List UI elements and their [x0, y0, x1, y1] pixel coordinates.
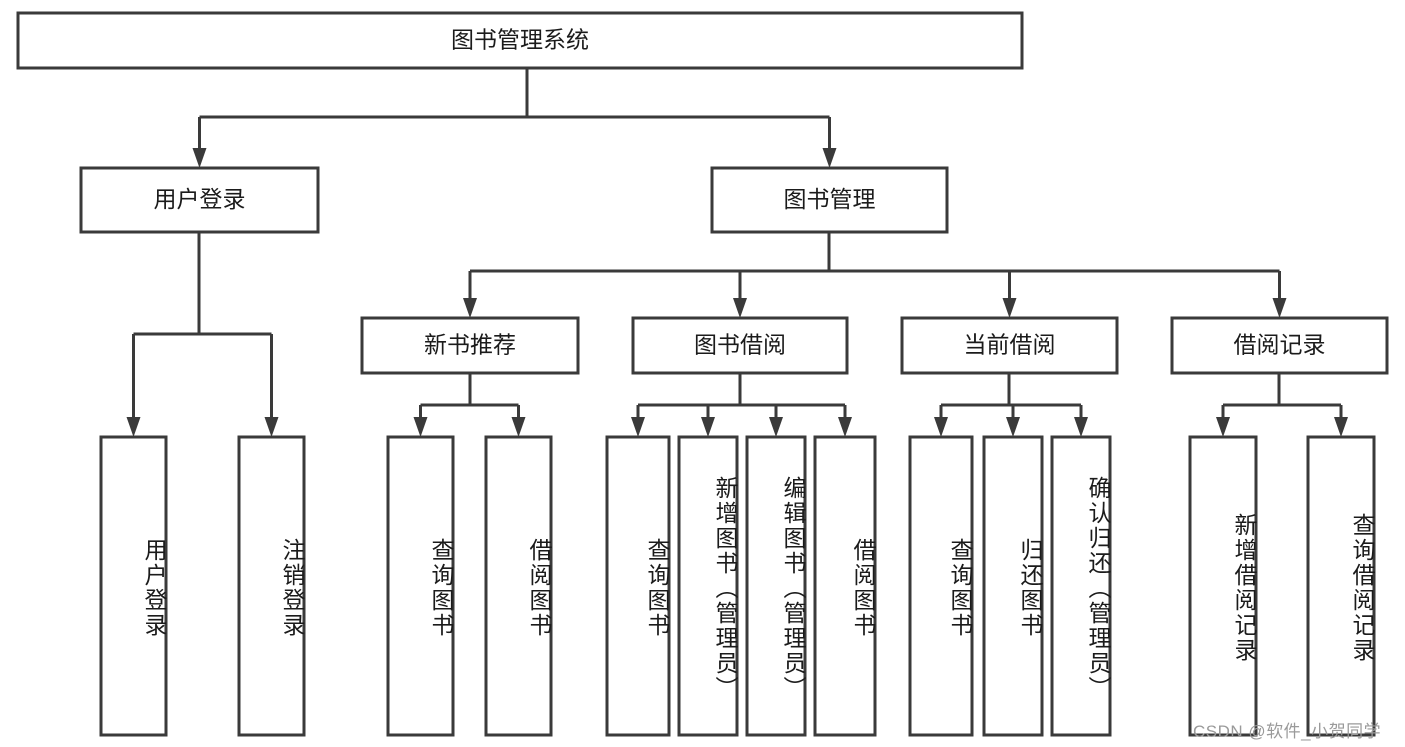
node-box-leaf-add-record[interactable]	[1188, 435, 1258, 737]
connector-userlogin-to-leaves	[126, 232, 279, 437]
arrow-head-icon	[733, 298, 747, 318]
node-box-root[interactable]	[16, 11, 1024, 70]
arrow-head-icon	[413, 417, 428, 437]
node-box-leaf-query-book-bb[interactable]	[605, 435, 671, 737]
node-box-current-borrow[interactable]	[900, 316, 1119, 375]
arrow-head-icon	[511, 417, 526, 437]
arrow-head-icon	[1334, 417, 1348, 437]
connector-root-to-level1	[192, 68, 837, 168]
node-label-book-manage: 图书管理	[784, 186, 876, 212]
connector-layer	[126, 68, 1348, 437]
arrow-head-icon	[1002, 298, 1017, 318]
node-box-user-login[interactable]	[79, 166, 320, 234]
node-box-leaf-borrow-book-nbr[interactable]	[484, 435, 553, 737]
node-label-borrow-record: 借阅记录	[1234, 332, 1326, 358]
node-box-leaf-logout[interactable]	[237, 435, 306, 737]
node-box-leaf-edit-book[interactable]	[745, 435, 807, 737]
arrow-head-icon	[822, 148, 837, 168]
arrow-head-icon	[631, 417, 645, 437]
connector-cb-to-leaves	[934, 373, 1088, 437]
arrow-head-icon	[1074, 417, 1088, 437]
arrow-head-icon	[934, 417, 948, 437]
node-label-root: 图书管理系统	[451, 27, 589, 53]
node-box-leaf-confirm-return[interactable]	[1050, 435, 1112, 737]
node-box-book-borrow[interactable]	[631, 316, 849, 375]
watermark: CSDN @软件_小贺同学	[1193, 722, 1382, 741]
connector-nbr-to-leaves	[413, 373, 526, 437]
node-label-user-login: 用户登录	[154, 186, 246, 212]
arrow-head-icon	[463, 298, 477, 318]
connector-bb-to-leaves	[631, 373, 852, 437]
arrow-head-icon	[838, 417, 852, 437]
connector-br-to-leaves	[1216, 373, 1348, 437]
node-box-book-manage[interactable]	[710, 166, 949, 234]
node-box-leaf-query-record[interactable]	[1306, 435, 1376, 737]
node-box-leaf-query-book-nbr[interactable]	[386, 435, 455, 737]
box-layer	[16, 11, 1389, 737]
node-label-current-borrow: 当前借阅	[964, 332, 1056, 358]
arrow-head-icon	[1272, 298, 1287, 318]
arrow-head-icon	[192, 148, 207, 168]
node-label-book-borrow: 图书借阅	[694, 332, 786, 358]
arrow-head-icon	[1006, 417, 1020, 437]
node-label-new-book-recommend: 新书推荐	[424, 332, 516, 358]
node-box-leaf-query-book-cb[interactable]	[908, 435, 974, 737]
arrow-head-icon	[701, 417, 715, 437]
arrow-head-icon	[1216, 417, 1230, 437]
node-box-new-book-recommend[interactable]	[360, 316, 580, 375]
arrow-head-icon	[264, 417, 279, 437]
arrow-head-icon	[769, 417, 783, 437]
node-box-leaf-return-book[interactable]	[982, 435, 1044, 737]
connector-bookmanage-to-level2	[463, 232, 1287, 318]
arrow-head-icon	[126, 417, 141, 437]
node-box-borrow-record[interactable]	[1170, 316, 1389, 375]
node-box-leaf-add-book[interactable]	[677, 435, 739, 737]
node-box-leaf-user-login[interactable]	[99, 435, 168, 737]
node-box-leaf-borrow-book-bb[interactable]	[813, 435, 877, 737]
